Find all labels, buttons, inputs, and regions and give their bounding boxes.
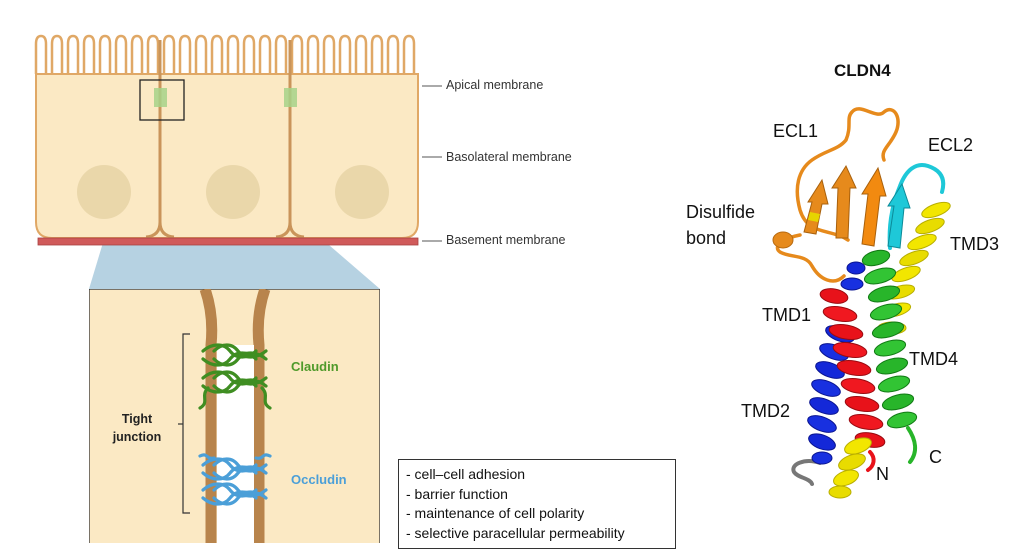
n-terminus-label: N bbox=[876, 464, 889, 484]
function-item: - barrier function bbox=[406, 485, 508, 502]
claudin-strands bbox=[198, 343, 272, 410]
zoom-box bbox=[139, 79, 185, 121]
ecl1-label: ECL1 bbox=[773, 121, 819, 141]
basement-membrane bbox=[37, 237, 419, 246]
occludin-label: Occludin bbox=[291, 472, 347, 487]
claudin-label: Claudin bbox=[291, 359, 339, 374]
beta-strand bbox=[808, 212, 820, 222]
nucleus bbox=[77, 165, 131, 219]
apical-membrane-label: Apical membrane bbox=[446, 78, 544, 92]
c-terminus-label: C bbox=[929, 447, 942, 467]
n-terminal-tail bbox=[791, 459, 822, 486]
tight-junction-label: Tight junction bbox=[108, 410, 166, 446]
ecl1-loop bbox=[795, 107, 900, 242]
tmd1-label: TMD1 bbox=[762, 305, 811, 325]
epithelial-cells bbox=[34, 34, 419, 239]
disulfide-label-line1: Disulfide bbox=[686, 202, 756, 222]
protein-title: CLDN4 bbox=[834, 61, 891, 80]
occludin-strands bbox=[198, 453, 272, 506]
tmd1-helix bbox=[819, 288, 886, 448]
ecl2-label: ECL2 bbox=[928, 135, 974, 155]
tmd2-label: TMD2 bbox=[741, 401, 790, 421]
cldn4-ribbon bbox=[772, 107, 951, 499]
function-item: - cell–cell adhesion bbox=[406, 466, 526, 482]
disulfide-label-line2: bond bbox=[686, 228, 727, 248]
basement-membrane-label: Basement membrane bbox=[446, 233, 566, 247]
microvilli bbox=[34, 34, 416, 74]
beta-strand bbox=[803, 178, 829, 235]
disulfide-knot bbox=[772, 231, 794, 249]
junction-marker bbox=[154, 88, 167, 107]
beta-strand bbox=[831, 164, 857, 239]
tight-junction-label-line1: Tight bbox=[121, 412, 153, 426]
basolateral-membrane-label: Basolateral membrane bbox=[446, 150, 572, 164]
ecl2-strand bbox=[887, 182, 911, 249]
ecl2-loop bbox=[887, 163, 946, 250]
junction-inset bbox=[89, 289, 380, 543]
beta-strand bbox=[861, 166, 887, 247]
tight-junction-label-line2: junction bbox=[112, 430, 162, 444]
nucleus bbox=[335, 165, 389, 219]
nucleus bbox=[206, 165, 260, 219]
disulfide-bond-label: Disulfide bond bbox=[686, 199, 755, 251]
cell-border-right-b bbox=[288, 221, 305, 239]
functions-box: - cell–cell adhesion - barrier function … bbox=[398, 459, 676, 549]
tmd3-label: TMD3 bbox=[950, 234, 999, 254]
function-item: - selective paracellular permeability bbox=[406, 524, 625, 541]
membrane-right bbox=[252, 289, 271, 543]
tmd4-helix bbox=[861, 249, 918, 464]
paracellular-space bbox=[217, 345, 254, 543]
cell-border-left-b bbox=[158, 221, 175, 239]
tmd4-label: TMD4 bbox=[909, 349, 958, 369]
yellow-lower-helix bbox=[828, 437, 876, 499]
junction-marker bbox=[284, 88, 297, 107]
function-item: - maintenance of cell polarity bbox=[406, 505, 585, 521]
